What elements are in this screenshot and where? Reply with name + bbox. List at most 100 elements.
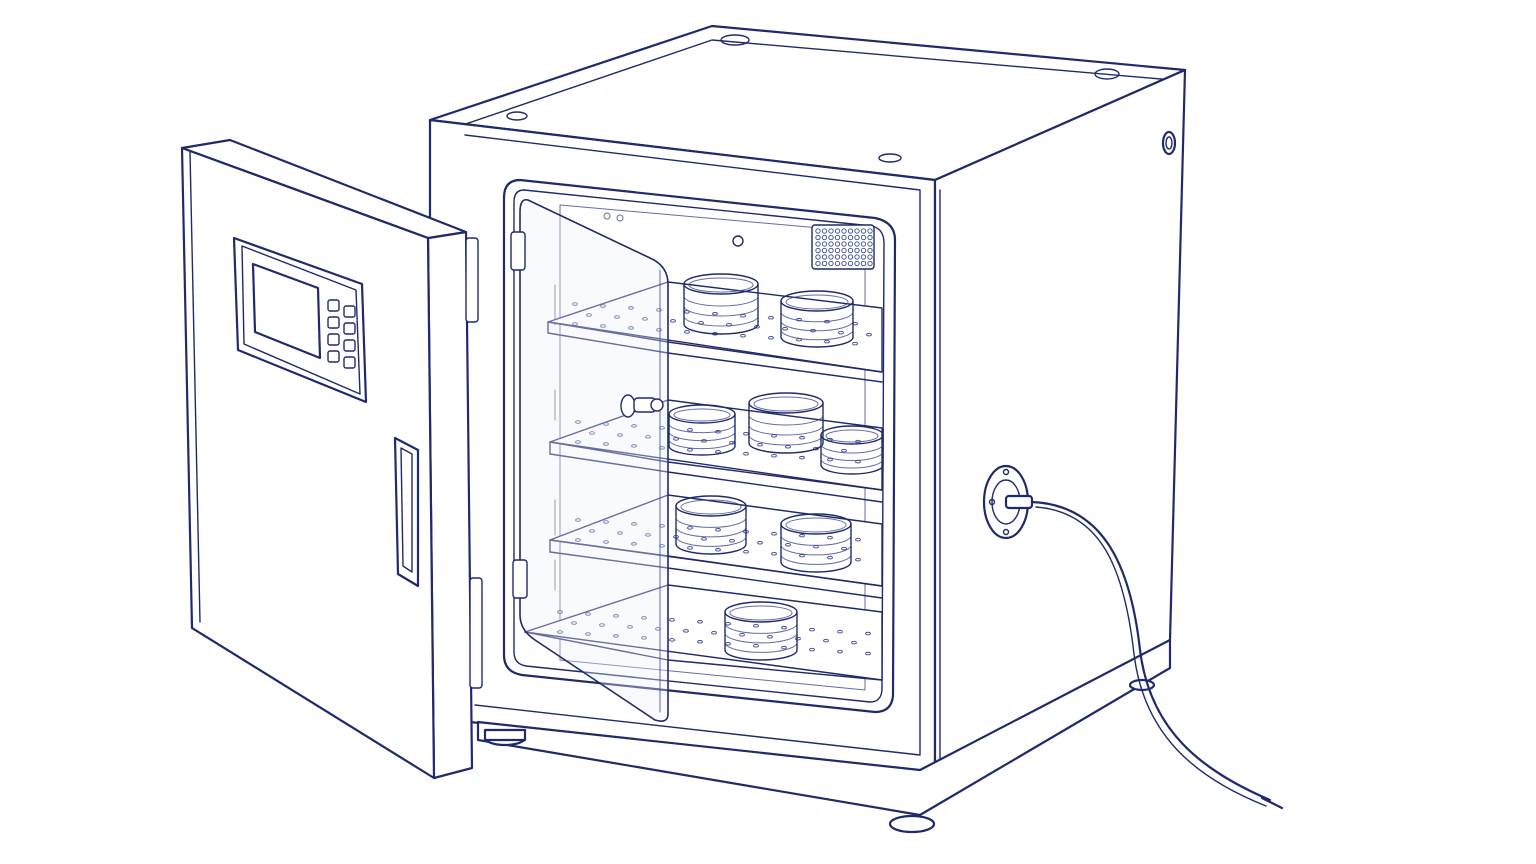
keypad: [327, 299, 356, 369]
shelf-perforation: [617, 433, 623, 437]
petri-dish-lid-rim: [785, 294, 849, 310]
shelf-perforation: [757, 540, 763, 545]
shelf-perforation: [656, 328, 662, 332]
keypad-button[interactable]: [343, 356, 356, 369]
control-panel: [232, 236, 368, 404]
shelf-perforation: [628, 306, 634, 310]
top-hole-3: [506, 111, 528, 121]
vent-perforation: [828, 241, 834, 247]
glass-door-hinge-top: [510, 231, 526, 271]
shelf-perforation: [687, 546, 693, 550]
shelf-perforation: [865, 651, 871, 656]
top-vent-holes: [506, 34, 1120, 163]
petri-dish-stack-line: [780, 553, 852, 565]
petri-dish-lid: [683, 273, 759, 295]
petri-dish-stack-line: [820, 451, 884, 461]
vent-perforation: [828, 247, 834, 254]
petri-dish-stack-line: [780, 329, 854, 341]
keypad-button[interactable]: [343, 339, 356, 352]
outer-door[interactable]: [180, 138, 483, 780]
shelf-perforation: [824, 339, 830, 344]
petri-dish: [724, 601, 798, 661]
shelf-perforation: [768, 315, 774, 320]
vent-perforation: [847, 247, 854, 254]
shelf-perforation: [697, 640, 703, 644]
glass-door-latch[interactable]: [620, 394, 664, 418]
port-bolt-1: [1002, 468, 1010, 476]
shelf-perforation: [823, 638, 829, 643]
vent-perforation: [867, 228, 873, 234]
chamber-back-wall: [559, 204, 866, 691]
shelf-perforation: [683, 629, 689, 633]
latch-knob[interactable]: [620, 394, 636, 418]
vent-perforation: [841, 241, 847, 247]
keypad-button[interactable]: [343, 322, 356, 335]
shelf-perforation: [715, 450, 721, 454]
shelf-perforation: [575, 420, 581, 424]
petri-dish-lid: [780, 290, 854, 312]
shelf-perforation: [799, 435, 805, 440]
petri-dish-stack-line: [675, 516, 747, 528]
vent-perforation: [815, 228, 821, 234]
shelf-perforation: [575, 518, 581, 522]
shelf-perforation: [617, 531, 623, 535]
door-handle-recess[interactable]: [393, 436, 420, 588]
shelf-perforation: [631, 522, 637, 526]
shelf-perforation: [841, 546, 847, 551]
shelf-clip-1: [603, 212, 611, 220]
shelf-perforation: [627, 625, 633, 629]
shelf-perforation: [645, 533, 651, 537]
vent-perforation: [841, 247, 847, 254]
shelf-perforation: [827, 535, 833, 540]
shelf-perforation: [697, 620, 703, 624]
vent-perforation: [860, 254, 867, 260]
probe-cable-highlight: [1035, 506, 1267, 807]
door-handle[interactable]: [393, 436, 420, 588]
keypad-button[interactable]: [343, 305, 356, 318]
shelf-perforation: [740, 334, 746, 338]
shelf-perforation: [687, 526, 693, 530]
petri-dish-lid: [724, 601, 798, 623]
shelf-perforation: [585, 612, 591, 616]
vent-perforation: [834, 247, 841, 254]
shelf-4: [524, 584, 883, 681]
shelf-perforation: [866, 332, 872, 337]
shelf-perforation: [809, 647, 815, 652]
outer-door-face-rim: [189, 151, 201, 623]
latch-screw: [650, 398, 664, 412]
shelf-perforation: [771, 551, 777, 556]
side-port-top: [1161, 130, 1177, 156]
display-screen: [251, 262, 322, 360]
shelf-perforation: [641, 616, 647, 620]
petri-dish: [820, 425, 884, 475]
vent-perforation: [867, 234, 873, 241]
petri-dish-lid: [675, 495, 747, 517]
probe-cable: [1030, 500, 1272, 802]
keypad-button[interactable]: [327, 299, 340, 312]
shelf-perforation: [641, 636, 647, 640]
shelf-perforation: [782, 326, 788, 331]
petri-dishes: [668, 273, 884, 661]
vent-perforation: [834, 241, 841, 247]
keypad-button[interactable]: [327, 333, 340, 346]
vent-perforation: [860, 234, 867, 241]
keypad-button[interactable]: [327, 350, 340, 363]
shelf-perforation: [645, 435, 651, 439]
petri-dish-stack-line: [820, 443, 884, 454]
keypad-button[interactable]: [327, 316, 340, 329]
shelf-perforation: [799, 533, 805, 538]
shelf-perforation: [715, 548, 721, 552]
petri-dish-wall: [668, 413, 736, 456]
port-connector: [1004, 494, 1034, 510]
shelf-perforation: [743, 550, 749, 554]
vent-perforation: [860, 228, 867, 234]
shelf-perforation: [600, 304, 606, 308]
shelf-perforation: [572, 302, 578, 306]
port-bolt-3: [988, 498, 996, 506]
petri-dish-stack-line: [683, 305, 759, 317]
petri-dish-wall: [724, 611, 798, 661]
vent-perforation: [821, 228, 828, 234]
petri-dish-stack-line: [675, 526, 747, 538]
vent-perforation: [841, 260, 847, 267]
side-port-top-inner: [1165, 136, 1173, 150]
